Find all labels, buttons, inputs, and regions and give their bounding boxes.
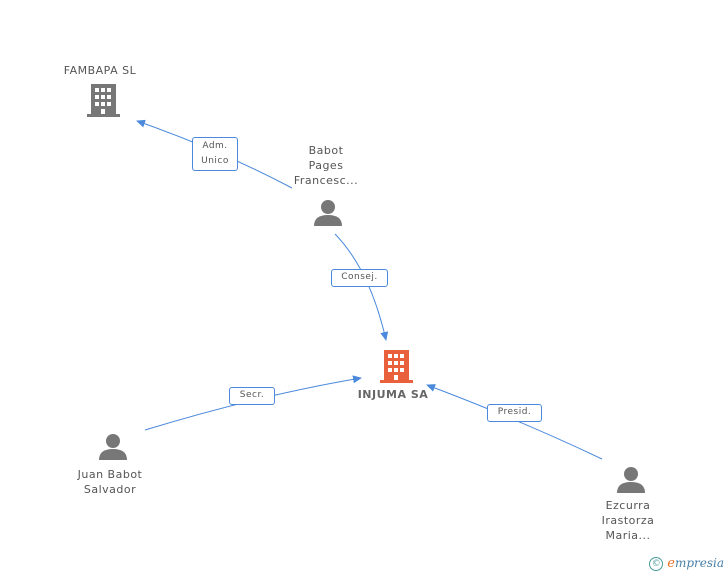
edge-presid: [426, 384, 603, 460]
node-label-babot[interactable]: Babot Pages Francesc...: [293, 144, 359, 187]
edge-consej: [334, 233, 389, 341]
copyright-icon: ©: [649, 556, 664, 571]
building-icon-fambapa[interactable]: [87, 84, 120, 117]
node-label-fambapa[interactable]: FAMBAPA SL: [63, 64, 137, 77]
person-icon-juan[interactable]: [99, 434, 127, 460]
edge-label-consej[interactable]: Consej.: [331, 269, 388, 287]
person-icon-ezcurra[interactable]: [617, 467, 645, 493]
empresia-logo: ©empresia: [649, 556, 724, 571]
node-label-injuma[interactable]: INJUMA SA: [357, 388, 429, 401]
node-label-ezcurra[interactable]: Ezcurra Irastorza Maria...: [601, 499, 655, 542]
edge-label-presid[interactable]: Presid.: [487, 404, 542, 422]
node-label-juan[interactable]: Juan Babot Salvador: [77, 468, 143, 496]
edge-label-secr[interactable]: Secr.: [229, 387, 275, 405]
building-icon-injuma[interactable]: [380, 350, 413, 383]
person-icon-babot[interactable]: [314, 200, 342, 226]
edge-label-adm-unico[interactable]: Adm. Unico: [192, 137, 238, 171]
